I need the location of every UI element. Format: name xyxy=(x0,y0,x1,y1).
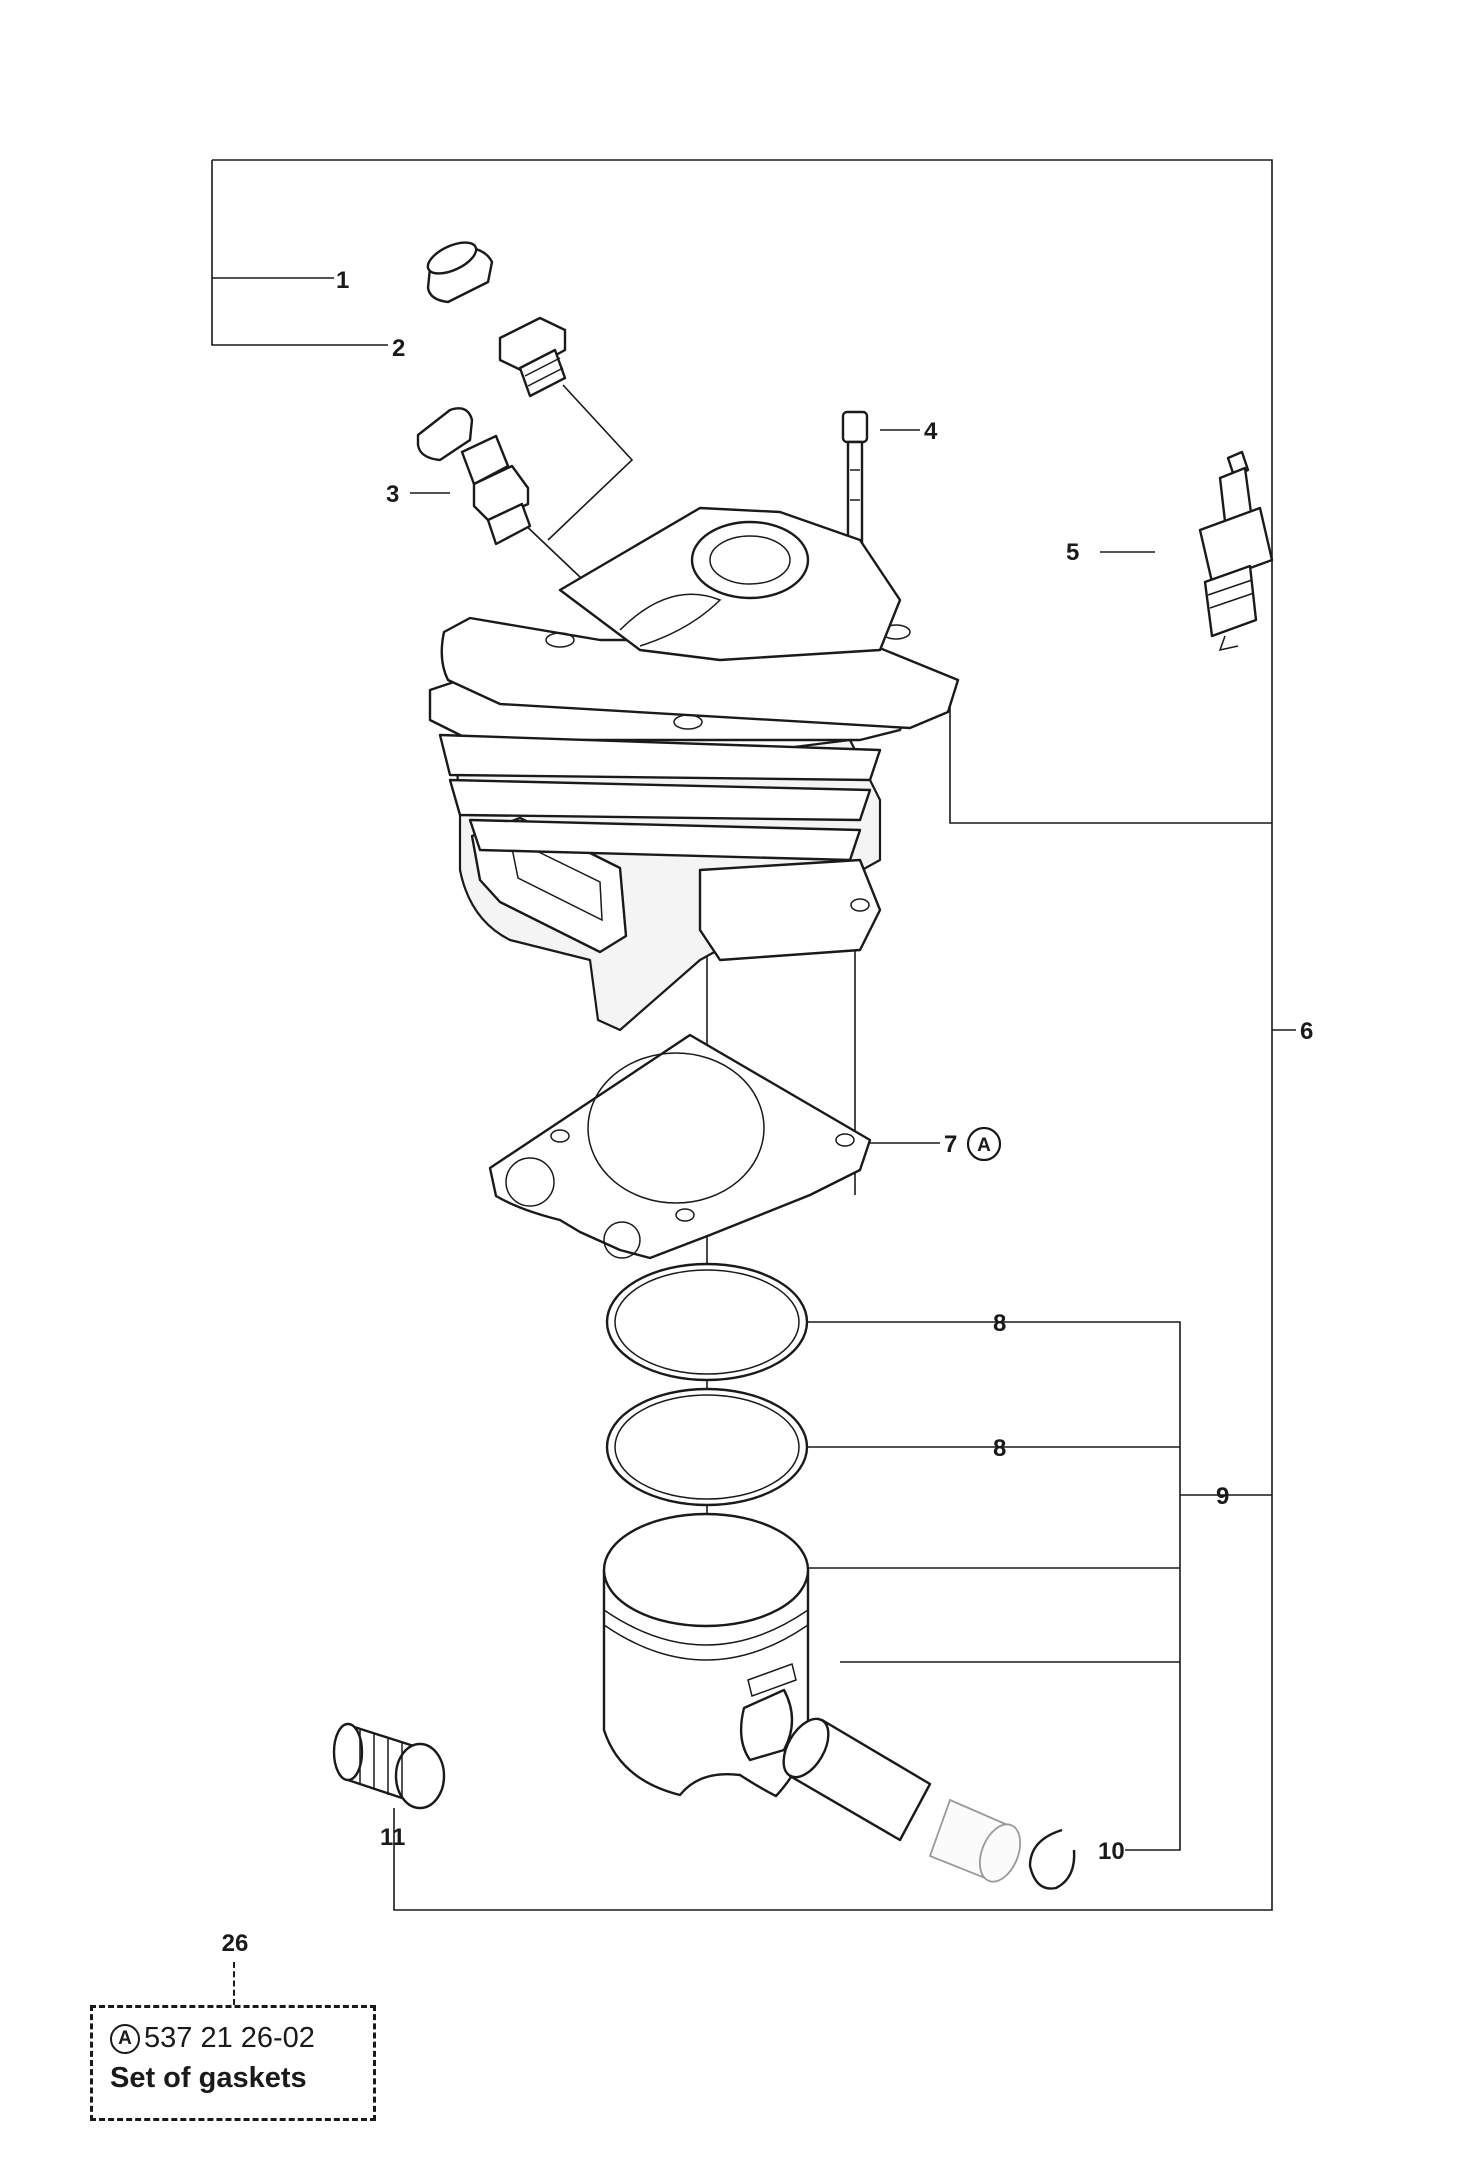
legend-part-number: 537 21 26-02 xyxy=(144,2022,315,2054)
legend-description: Set of gaskets xyxy=(110,2062,307,2094)
cylinder-gasket-icon xyxy=(488,1033,872,1260)
callout-5: 5 xyxy=(1066,539,1079,566)
callout-10: 10 xyxy=(1098,1838,1125,1865)
piston-pin-icon xyxy=(782,1717,932,1842)
piston-ring-lower-icon xyxy=(605,1387,809,1507)
decompression-valve-icon xyxy=(498,316,567,398)
cylinder-icon xyxy=(428,506,960,1032)
needle-bearing-ghost-icon xyxy=(928,1798,1022,1883)
cylinder-screw-icon xyxy=(841,410,869,550)
piston-icon xyxy=(602,1512,810,1798)
callout-7: 7 xyxy=(944,1131,957,1158)
circlip-icon xyxy=(1028,1828,1076,1890)
piston-ring-upper-icon xyxy=(605,1262,809,1382)
callout-11: 11 xyxy=(380,1824,405,1851)
callout-3: 3 xyxy=(386,481,399,508)
callout-2: 2 xyxy=(392,335,405,362)
decompression-valve-cap-icon xyxy=(426,241,494,304)
needle-bearing-icon xyxy=(332,1722,446,1810)
decompression-valve-assembly-icon xyxy=(416,407,532,546)
legend-badge: A xyxy=(110,2023,140,2054)
gasket-set-badge-letter: A xyxy=(977,1135,991,1156)
callout-9: 9 xyxy=(1216,1483,1229,1510)
gasket-set-badge: A xyxy=(966,1126,1002,1162)
legend-part-row: A 537 21 26-02 xyxy=(110,2022,315,2055)
callout-4: 4 xyxy=(924,418,938,445)
spark-plug-icon xyxy=(1198,450,1274,652)
legend-ref-number: 26 xyxy=(221,1930,249,1957)
callout-8-lower: 8 xyxy=(993,1435,1006,1462)
legend-leader-line xyxy=(233,1962,235,2005)
legend-box xyxy=(90,2005,376,2121)
callout-6: 6 xyxy=(1300,1018,1313,1045)
callout-8-upper: 8 xyxy=(993,1310,1006,1337)
assembly-frame xyxy=(211,159,1296,1911)
callout-1: 1 xyxy=(336,267,349,294)
